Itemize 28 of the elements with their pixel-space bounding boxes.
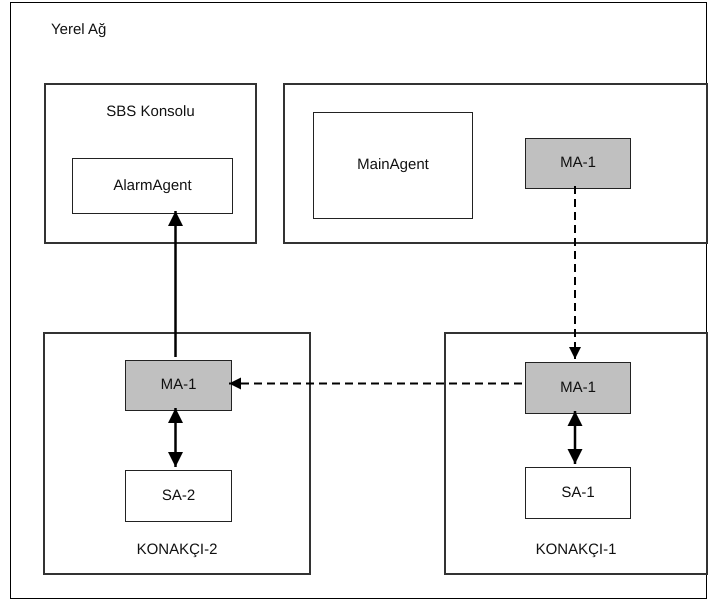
agent-box bbox=[525, 138, 631, 189]
node-label: SBS Konsolu bbox=[106, 102, 195, 122]
node-label: KONAKÇI-2 bbox=[136, 540, 218, 560]
node-label: KONAKÇI-1 bbox=[536, 540, 616, 560]
host-box bbox=[43, 332, 311, 575]
node-label: MA-1 bbox=[560, 378, 596, 398]
arrow bbox=[569, 186, 581, 359]
node-label: Yerel Ağ bbox=[51, 20, 106, 40]
node-label: SA-2 bbox=[162, 486, 196, 506]
node-label: MA-1 bbox=[160, 375, 196, 396]
agent-box bbox=[125, 360, 232, 411]
node-label: AlarmAgent bbox=[113, 176, 192, 196]
agent-box bbox=[525, 362, 631, 414]
server-box bbox=[283, 83, 708, 244]
node-label: SA-1 bbox=[561, 482, 595, 503]
arrow bbox=[168, 211, 183, 357]
agent-box bbox=[72, 158, 233, 214]
agent-box bbox=[313, 112, 473, 219]
network-frame bbox=[10, 2, 707, 599]
agent-box bbox=[525, 467, 631, 519]
console-box bbox=[44, 83, 257, 244]
arrow bbox=[229, 378, 522, 390]
arrow bbox=[568, 411, 582, 464]
node-label: MainAgent bbox=[357, 155, 429, 176]
node-label: MA-1 bbox=[560, 153, 596, 174]
arrow bbox=[168, 408, 183, 467]
agent-box bbox=[125, 470, 232, 522]
host-box bbox=[444, 332, 708, 575]
